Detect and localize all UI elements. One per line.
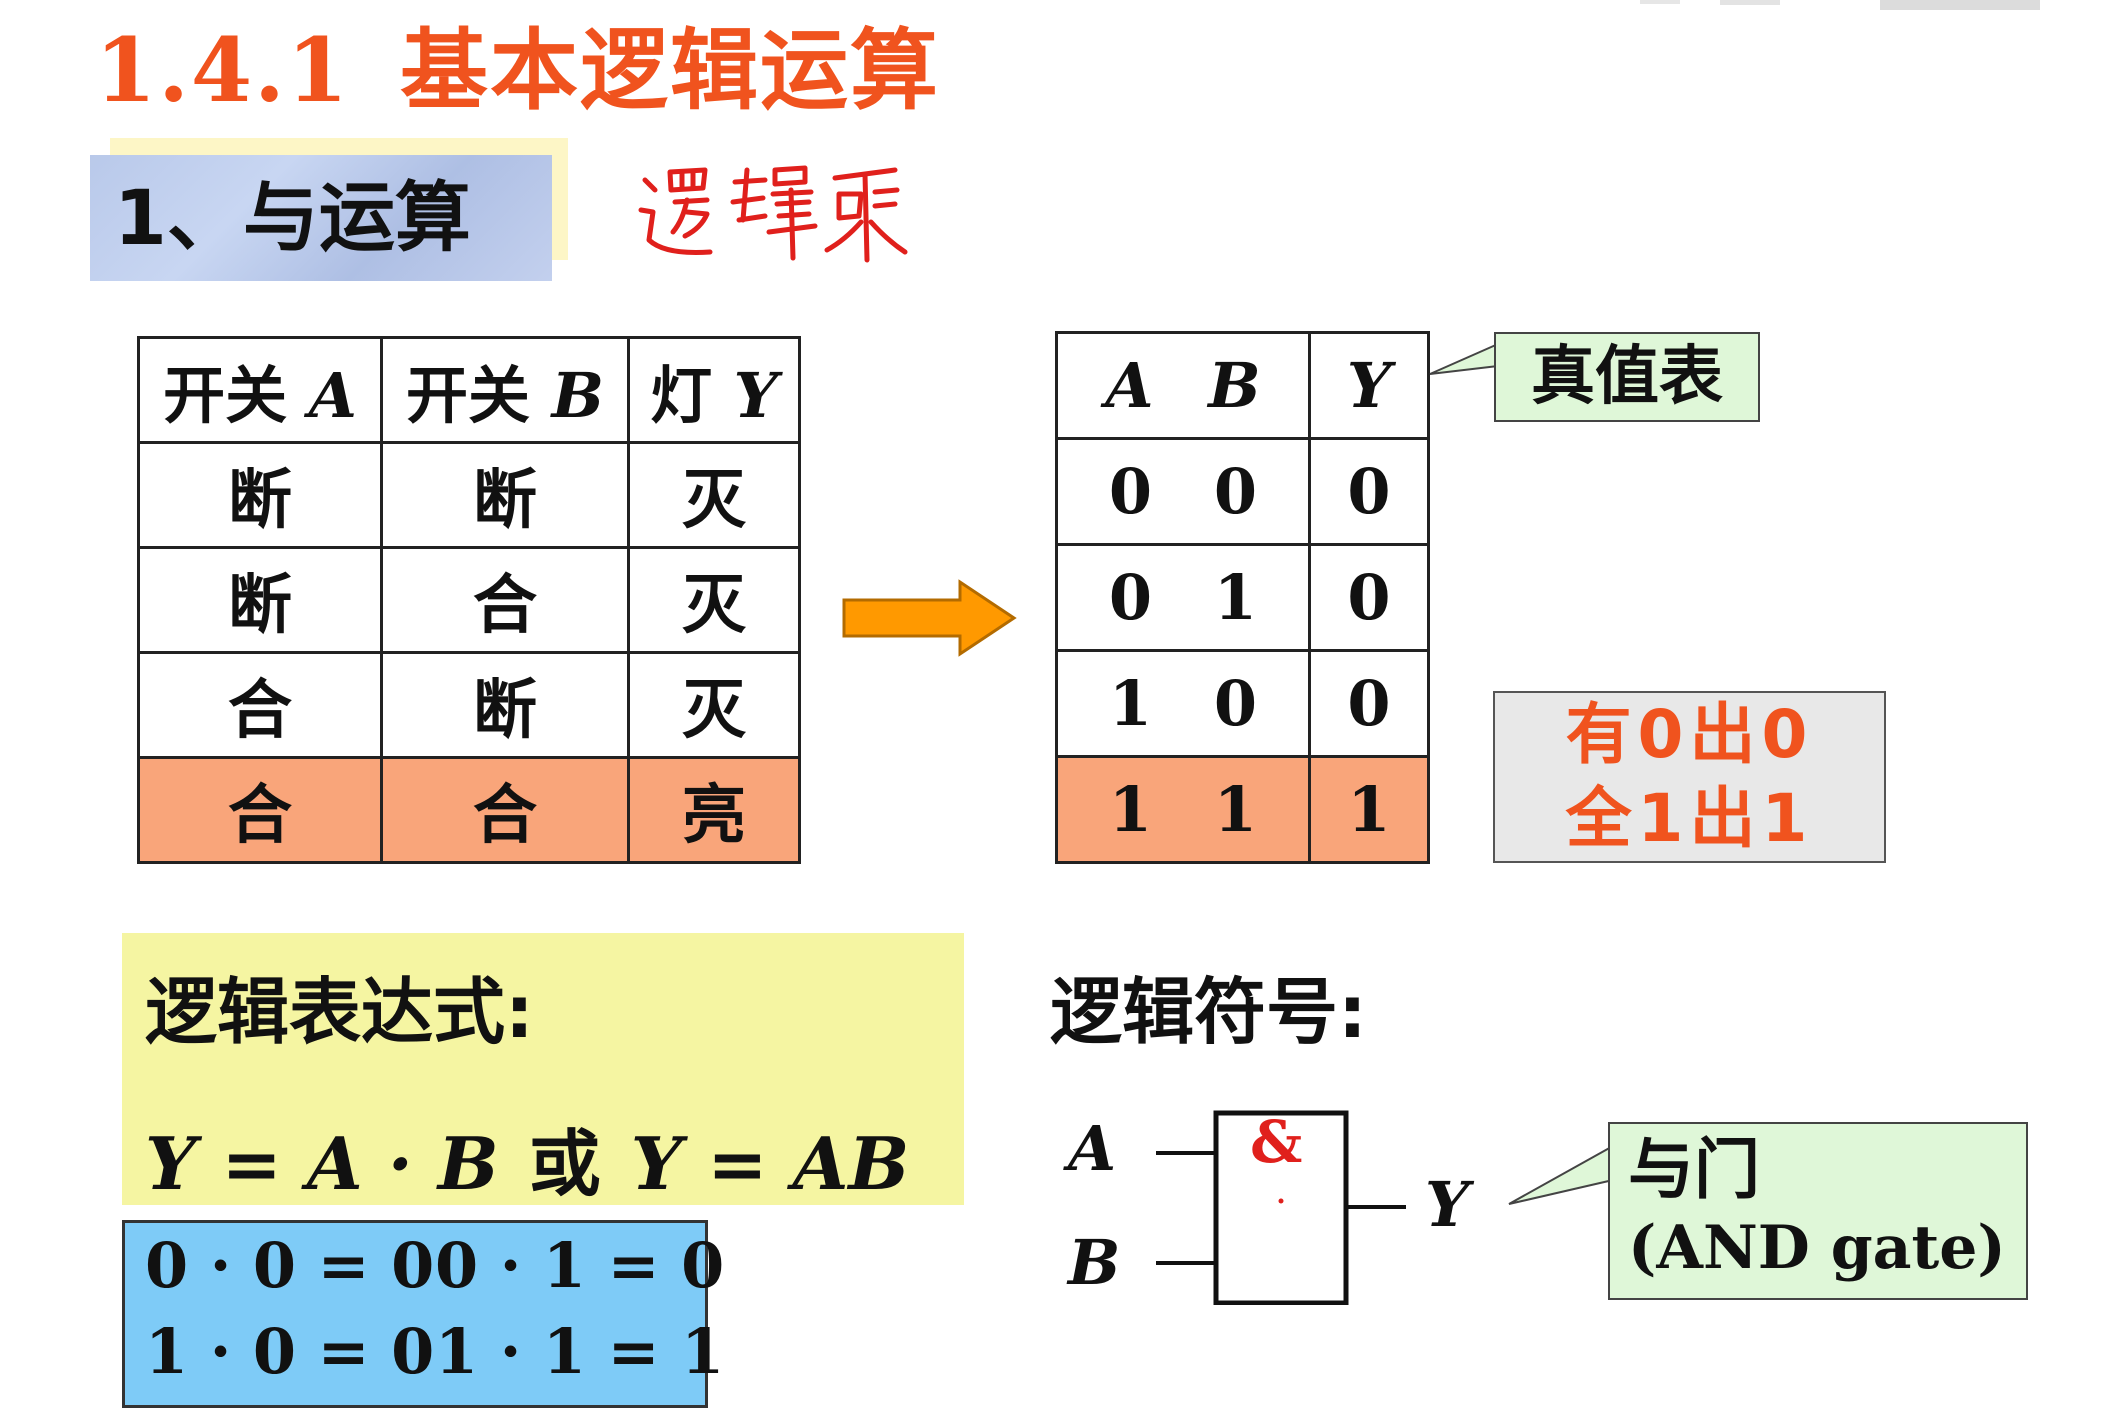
table-cell-y: 0 <box>1308 437 1430 546</box>
symbol-title: 逻辑符号: <box>1050 970 1367 1054</box>
expression-or: 或 <box>528 1122 601 1206</box>
header-cell: 灯 Y <box>627 336 801 444</box>
table-row: 断 断 灭 <box>137 441 801 549</box>
table-cell: 灭 <box>627 546 801 654</box>
truth-table-callout: 真值表 <box>1494 332 1760 422</box>
table-header-row: 开关 A 开关 B 灯 Y <box>137 336 801 444</box>
table-cell: 合 <box>137 651 383 759</box>
table-cell: 合 <box>380 756 630 864</box>
products-row: 1 · 0 = 01 · 1 = 1 <box>145 1309 724 1395</box>
switch-state-table: 开关 A 开关 B 灯 Y 断 断 灭 断 合 灭 合 断 灭 合 合 亮 <box>137 336 801 864</box>
table-cell: 灭 <box>627 651 801 759</box>
table-cell: 合 <box>137 756 383 864</box>
expression-form-1: Y = A · B <box>145 1121 499 1206</box>
gate-input-a-label: A <box>1068 1112 1117 1185</box>
table-cell: 断 <box>380 651 630 759</box>
header-cell-y: Y <box>1308 331 1430 440</box>
products-row: 0 · 0 = 00 · 1 = 0 <box>145 1223 724 1309</box>
callout-pointer <box>1429 343 1499 375</box>
and-gate-callout-line2: (AND gate) <box>1628 1213 2006 1283</box>
table-cell: 断 <box>137 546 383 654</box>
table-cell: 断 <box>380 441 630 549</box>
table-cell-y: 1 <box>1308 755 1430 864</box>
page-title: 1.4.1 基本逻辑运算 <box>95 0 940 127</box>
product-item: 1 · 0 = 0 <box>145 1315 435 1388</box>
expression-title: 逻辑表达式: <box>145 970 534 1054</box>
table-cell: 合 <box>380 546 630 654</box>
table-cell: 灭 <box>627 441 801 549</box>
and-gate-callout-line1: 与门 <box>1628 1131 1760 1208</box>
product-item: 1 · 1 = 1 <box>435 1315 725 1388</box>
table-row: 合 断 灭 <box>137 651 801 759</box>
product-item: 0 · 0 = 0 <box>145 1229 435 1302</box>
and-gate-callout: 与门 (AND gate) <box>1608 1122 2028 1300</box>
gate-ampersand: & <box>1250 1108 1303 1176</box>
callout-pointer <box>1508 1145 1614 1205</box>
header-cell: 开关 B <box>380 336 630 444</box>
title-text: 基本逻辑运算 <box>399 19 940 122</box>
and-gate-symbol <box>1156 1110 1406 1305</box>
product-item: 0 · 1 = 0 <box>435 1229 725 1302</box>
gate-output-label: Y <box>1425 1168 1470 1241</box>
expression-formula: Y = A · B 或 Y = AB <box>145 1105 909 1210</box>
expression-form-2: Y = AB <box>630 1121 910 1206</box>
table-cell: 亮 <box>627 756 801 864</box>
gate-input-b-label: B <box>1068 1226 1121 1299</box>
header-cell: 开关 A <box>137 336 383 444</box>
table-cell-y: 0 <box>1308 649 1430 758</box>
table-row-highlighted: 合 合 亮 <box>137 756 801 864</box>
rule-line-1: 有0出0 <box>1565 696 1814 773</box>
top-corner-artifact <box>1640 0 2040 10</box>
right-arrow-icon <box>842 579 1017 657</box>
handwritten-note <box>638 165 908 263</box>
rule-line-2: 全1出1 <box>1565 780 1814 857</box>
table-cell-y: 0 <box>1308 543 1430 652</box>
products-panel: 0 · 0 = 00 · 1 = 0 1 · 0 = 01 · 1 = 1 <box>122 1220 724 1408</box>
section-label: 1、与运算 <box>90 155 552 281</box>
expression-panel <box>122 933 964 1205</box>
rule-summary-box: 有0出0 全1出1 <box>1493 691 1886 863</box>
table-cell: 断 <box>137 441 383 549</box>
title-number: 1.4.1 <box>95 18 350 122</box>
table-row: 断 合 灭 <box>137 546 801 654</box>
